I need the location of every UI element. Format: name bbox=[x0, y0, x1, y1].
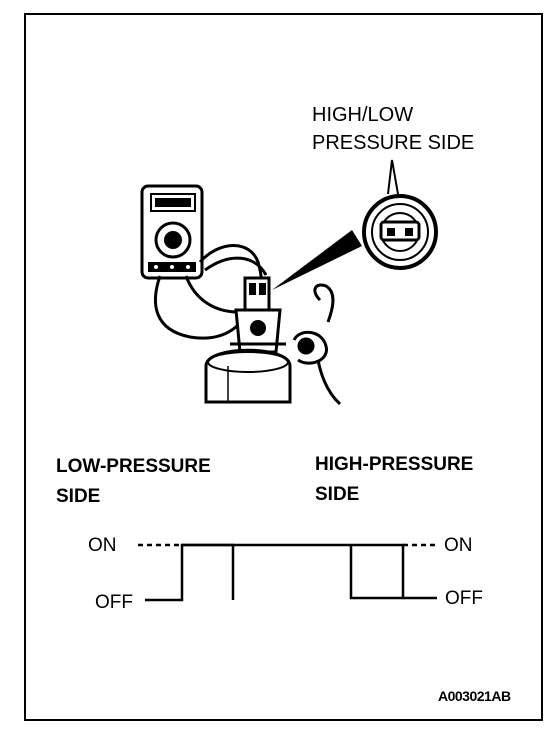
on-label-right: ON bbox=[444, 535, 473, 556]
low-side-pulse bbox=[145, 543, 235, 602]
high-pressure-line-2: SIDE bbox=[315, 484, 360, 505]
switch-waveform bbox=[138, 543, 437, 602]
off-label-right: OFF bbox=[445, 588, 483, 609]
callout-pointer bbox=[272, 230, 362, 290]
high-pressure-line-1: HIGH-PRESSURE bbox=[315, 454, 474, 475]
callout-line-1: HIGH/LOW bbox=[312, 104, 414, 126]
low-pressure-line-2: SIDE bbox=[56, 486, 101, 507]
callout-label: HIGH/LOW PRESSURE SIDE bbox=[312, 101, 474, 157]
high-side-pulse bbox=[349, 543, 405, 600]
high-pressure-label: HIGH-PRESSURE SIDE bbox=[315, 450, 473, 510]
on-label-left: ON bbox=[88, 535, 117, 556]
low-pressure-line-1: LOW-PRESSURE bbox=[56, 456, 211, 477]
switch-closeup-icon bbox=[362, 159, 438, 270]
figure-code: A003021AB bbox=[438, 688, 511, 704]
receiver-tank-icon bbox=[204, 348, 292, 404]
figure-frame bbox=[24, 13, 543, 721]
low-pressure-label: LOW-PRESSURE SIDE bbox=[56, 452, 211, 512]
callout-line-2: PRESSURE SIDE bbox=[312, 132, 475, 154]
multimeter-icon bbox=[140, 184, 204, 280]
pressure-switch-icon bbox=[230, 276, 286, 354]
off-label-left: OFF bbox=[95, 592, 133, 613]
hose-fitting-icon bbox=[292, 283, 342, 406]
